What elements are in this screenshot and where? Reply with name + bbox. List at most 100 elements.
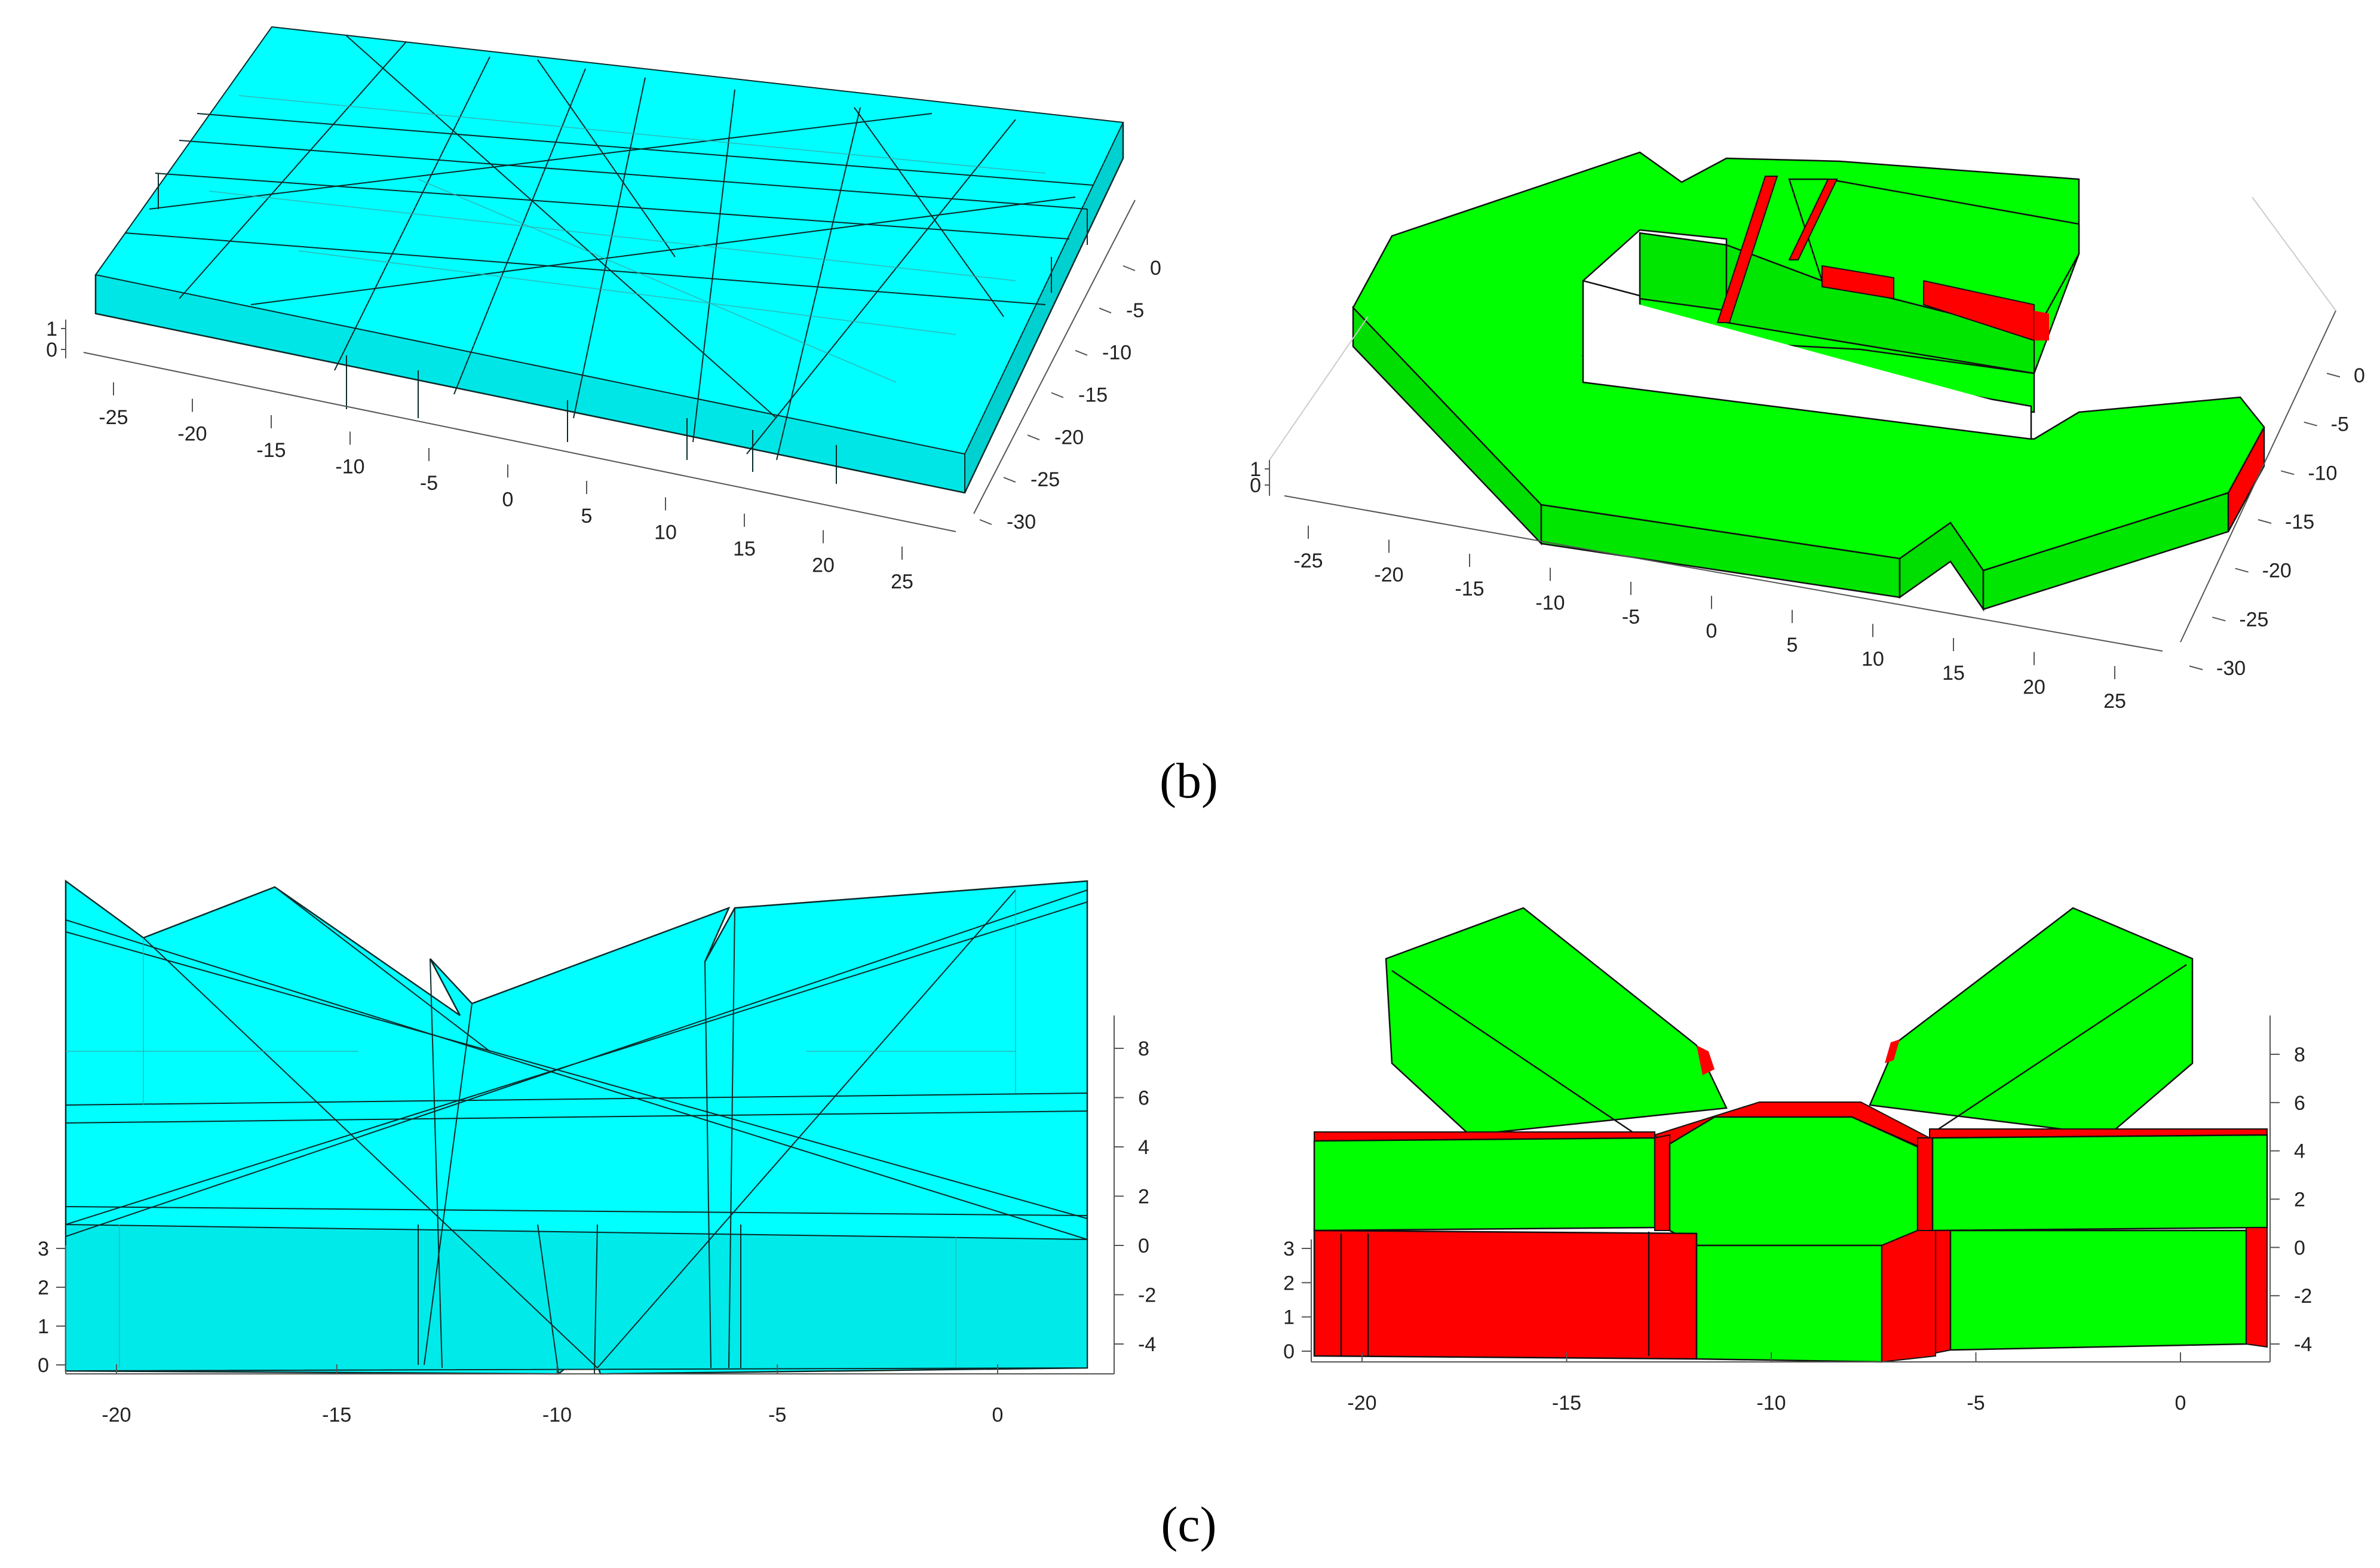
green-mid-right: [1931, 1134, 2268, 1232]
panel-b-right-back-edge: [1269, 316, 1369, 461]
panel-b-left-x-tick-label: -10: [335, 456, 364, 478]
panel-b-left-y-tick-mark: [1099, 307, 1112, 314]
panel-b-left-x-tick-label: -25: [99, 406, 128, 429]
panel-b-left-y-tick-label: -20: [1054, 426, 1084, 449]
panel-b-right-x-tick-label: -5: [1622, 606, 1640, 628]
panel-b-right-y-tick-mark: [2281, 470, 2295, 475]
panel-c-left-right-tick-label: -4: [1138, 1333, 1156, 1356]
panel-b-right-z-tick-label: 0: [1250, 474, 1261, 497]
panel-b-right-x-tick-label: -25: [1293, 550, 1323, 572]
panel-b-left-y-tick-label: -15: [1078, 384, 1108, 407]
panel-c-right-right-tick-label: 8: [2294, 1044, 2305, 1066]
green-center-hex: [1669, 1116, 1919, 1247]
cyan-slab-front-face: [96, 275, 965, 493]
panel-c-right-right-tick-label: 2: [2294, 1189, 2305, 1211]
panel-b-left-x-tick-label: -15: [256, 439, 286, 462]
red-wing-right-tip: [1885, 1039, 1900, 1063]
panel-b-left-x-tick-label: -5: [420, 472, 438, 495]
green-lower-center: [1695, 1244, 1883, 1363]
panel-b-left-y-tick-label: -25: [1030, 468, 1060, 491]
panel-c-left-right-tick-label: 4: [1138, 1136, 1149, 1159]
panel-b-right-back-edge-2: [2252, 197, 2336, 311]
cyan-slab-right-face: [965, 122, 1123, 493]
panel-c-left-x-tick-label: -20: [102, 1404, 131, 1426]
red-strip-right-edge: [2034, 311, 2049, 340]
caption-c: (c): [1161, 1497, 1216, 1552]
panel-b-right-y-tick-label: -5: [2331, 413, 2349, 436]
red-lower-right-strip: [1935, 1230, 1951, 1354]
panel-b-right-z-tick-label: 1: [1250, 458, 1261, 481]
panel-b-right-z-ticks: 10: [1250, 458, 1269, 497]
panel-c-left-left-tick-label: 1: [38, 1315, 49, 1338]
panel-c-left-cyan-model: [65, 879, 1088, 1375]
panel-c-left-right-tick-label: 6: [1138, 1087, 1149, 1110]
panel-c-left-left-tick-label: 0: [38, 1354, 49, 1377]
panel-b-left-y-tick-mark: [979, 519, 992, 525]
panel-b-left-z-tick-label: 0: [46, 339, 57, 361]
red-lower-center-right: [1881, 1230, 1936, 1363]
panel-b-left-cyan-model: [94, 26, 1124, 494]
panel-c-right-left-tick-label: 3: [1283, 1238, 1295, 1260]
panel-b-left-x-tick-label: 25: [891, 570, 913, 593]
cyan-wireframe-lines: [125, 35, 1094, 461]
panel-b-left-x-tick-label: 20: [812, 554, 835, 577]
panel-c-right-x-tick-label: -10: [1756, 1392, 1786, 1414]
green-inner-wall-left: [1639, 232, 1728, 312]
panel-b-left-y-tick-mark: [1027, 434, 1040, 441]
panel-b-right-x-tick-label: 25: [2103, 690, 2126, 713]
panel-b-left-y-tick-mark: [1051, 392, 1064, 398]
panel-b-right-x-tick-label: 20: [2023, 676, 2045, 699]
panel-b-left-x-axis: [83, 352, 956, 532]
panel-b-left-x-tick-label: 15: [733, 538, 756, 560]
panel-c-right-x-tick-label: 0: [2175, 1392, 2186, 1414]
panel-b-left-y-axis: [973, 200, 1136, 514]
green-mid-left: [1313, 1137, 1656, 1232]
panel-b-right-x-tick-label: 10: [1861, 648, 1884, 671]
cyan-front-lower-band: [65, 1223, 1088, 1372]
panel-c-right-left-tick-label: 2: [1283, 1272, 1295, 1294]
panel-b-right-x-tick-label: -20: [1374, 564, 1403, 587]
panel-b-right-x-tick-label: -10: [1535, 592, 1565, 615]
panel-c-left-x-tick-label: -5: [768, 1404, 786, 1426]
red-strip-vertical-a: [1716, 176, 1778, 323]
panel-b-right-y-tick-mark: [2235, 567, 2249, 573]
panel-b-right-y-tick-mark: [2326, 373, 2341, 378]
cyan-vertical-posts: [158, 173, 1088, 484]
green-lower-right: [1949, 1229, 2247, 1351]
panel-b-left-z-tick-label: 1: [46, 318, 57, 340]
panel-b-right-y-axis: [2180, 310, 2336, 643]
panel-c-left-x-tick-label: 0: [992, 1404, 1004, 1426]
panel-b-left-y-tick-label: -30: [1007, 511, 1036, 533]
panel-b-right-x-tick-label: -15: [1455, 578, 1484, 600]
panel-c-right-right-tick-label: 0: [2294, 1236, 2305, 1259]
panel-b-right-y-tick-label: -25: [2239, 608, 2268, 631]
panel-b-right-y-tick-label: -10: [2308, 462, 2337, 484]
panel-b-left-z-ticks: 10: [46, 318, 66, 361]
red-lower-right-edge: [2246, 1227, 2268, 1348]
panel-b-right-y-tick-mark: [2189, 665, 2203, 670]
panel-b-left-y-tick-label: 0: [1150, 257, 1161, 280]
panel-b-left-y-tick-label: -5: [1126, 299, 1144, 322]
panel-b-left-y-tick-mark: [1003, 477, 1016, 483]
red-lower-left: [1313, 1229, 1698, 1360]
cyan-front-wire-lines: [65, 886, 1088, 1374]
courtyard-white: [1595, 287, 2025, 433]
panel-b-right-x-tick-label: 15: [1942, 662, 1965, 685]
panel-c-left-x-tick-label: -10: [542, 1404, 572, 1426]
panel-b-left-x-tick-label: 0: [502, 489, 514, 511]
panel-c-right-right-tick-label: -2: [2294, 1285, 2312, 1308]
panel-b-right-y-tick-mark: [2258, 519, 2272, 524]
red-strip-wing-a: [1821, 265, 1894, 300]
red-mid-left-divider: [1654, 1134, 1670, 1231]
panel-c-right-right-tick-label: -4: [2294, 1333, 2312, 1356]
